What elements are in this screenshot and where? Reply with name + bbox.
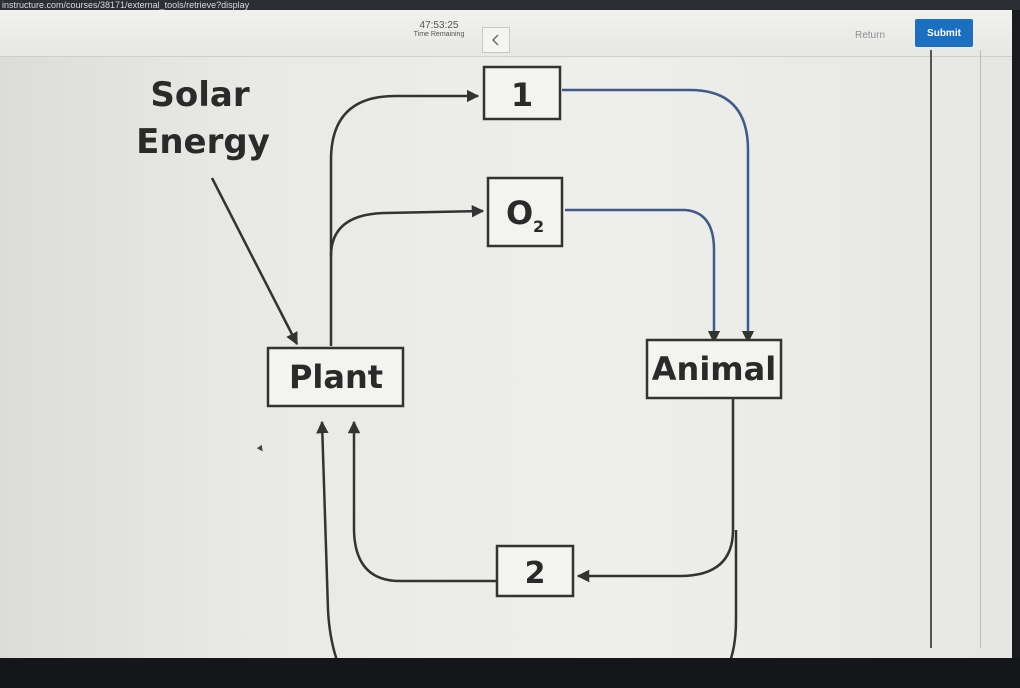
box2-to-plant-arrow [347, 420, 497, 583]
box-o2-label: O [506, 194, 533, 232]
return-button[interactable]: Return [854, 29, 885, 41]
quiz-toolbar: 47:53:25 Time Remaining Return Submit [0, 10, 1012, 57]
o2-to-animal-arrow [565, 208, 721, 344]
box-1-label: 1 [511, 76, 533, 114]
energy-label: Energy [136, 122, 270, 162]
animal-label: Animal [652, 350, 776, 388]
time-remaining: 47:53:25 Time Remaining [404, 20, 474, 38]
plant-label: Plant [289, 358, 383, 396]
animal-to-box2-arrow [576, 398, 735, 583]
timer-label: Time Remaining [413, 31, 465, 38]
energy-cycle-diagram: Solar Energy 1 O 2 Plant Animal [136, 65, 783, 658]
box-2 [495, 544, 575, 598]
outer-loop-return-arrow [316, 420, 338, 658]
box-1 [482, 65, 562, 121]
plant-to-o2-arrow [329, 204, 485, 257]
address-bar[interactable]: instructure.com/courses/38171/external_t… [0, 0, 1020, 10]
box-o2 [486, 176, 564, 248]
submit-button[interactable]: Submit [915, 19, 973, 47]
solar-label: Solar [150, 75, 249, 115]
box1-to-animal-arrow [562, 88, 755, 344]
box-o2-subscript: 2 [533, 217, 544, 236]
chevron-left-icon [492, 34, 499, 46]
back-button[interactable] [482, 27, 510, 53]
monitor-bezel [0, 658, 1020, 688]
plant-box [266, 346, 405, 408]
side-panel-divider [930, 50, 981, 648]
animal-box [645, 338, 783, 400]
box-2-label: 2 [525, 556, 546, 591]
solar-to-plant-arrow [210, 177, 299, 346]
timer-value: 47:53:25 [419, 20, 459, 31]
plant-to-box1-arrow [329, 89, 480, 346]
outer-loop-line [729, 530, 738, 658]
quiz-screen: 47:53:25 Time Remaining Return Submit So… [0, 10, 1012, 658]
